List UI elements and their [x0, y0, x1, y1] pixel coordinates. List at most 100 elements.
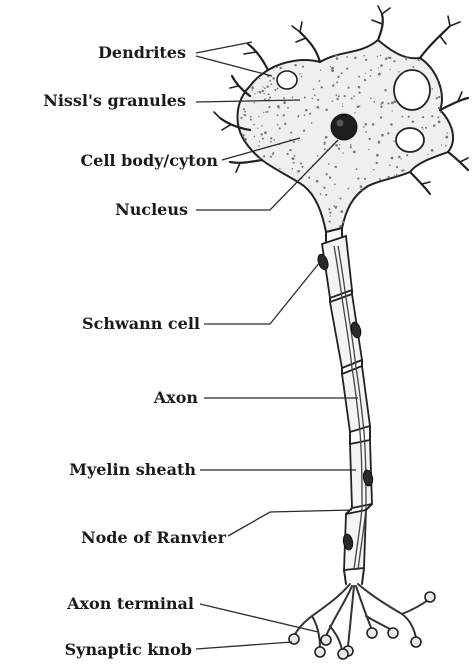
nissl-granule [350, 146, 352, 148]
nissl-granule [270, 137, 272, 139]
nissl-granule [431, 149, 434, 152]
nissl-granule [393, 100, 396, 103]
nissl-granule [298, 140, 299, 141]
synaptic-knob [425, 592, 435, 602]
nissl-granule [368, 149, 369, 150]
nissl-granule [301, 76, 302, 77]
nissl-granule [289, 139, 290, 140]
nissl-granule [394, 175, 395, 176]
nissl-granule [262, 90, 264, 92]
nissl-granule [389, 57, 391, 59]
nissl-granule [279, 168, 281, 170]
nissl-granule [290, 132, 292, 134]
nissl-granule [359, 92, 361, 94]
nissl-granule [380, 55, 382, 57]
nissl-granule [390, 69, 391, 70]
nissl-granule [253, 124, 255, 126]
nissl-granule [277, 114, 279, 116]
nissl-granule [251, 86, 254, 89]
nissl-granule [380, 116, 382, 118]
label-schwann-cell: Schwann cell [82, 314, 200, 333]
nissl-granule [289, 149, 291, 151]
nissl-granule [363, 126, 365, 128]
nissl-granule [269, 96, 271, 98]
nissl-granule [297, 116, 299, 118]
nissl-granule [259, 141, 260, 142]
nissl-granule [431, 115, 433, 117]
labels: Dendrites Nissl's granules Cell body/cyt… [43, 43, 226, 659]
nissl-granule [304, 96, 306, 98]
nissl-granule [261, 125, 263, 127]
label-axon: Axon [153, 388, 199, 407]
leader-node [228, 510, 352, 536]
nissl-granule [342, 106, 343, 107]
nissl-granule [400, 158, 401, 159]
nissl-granule [325, 194, 327, 196]
nissl-granule [388, 102, 390, 104]
nissl-granule [441, 144, 442, 145]
nissl-granule [270, 156, 272, 158]
synaptic-knob [315, 647, 325, 657]
leader-dendrites [196, 42, 252, 53]
nissl-granule [324, 142, 326, 144]
nissl-granule [354, 57, 356, 59]
label-synaptic-knob: Synaptic knob [65, 640, 192, 659]
nissl-granule [347, 188, 349, 190]
nissl-granule [335, 144, 338, 147]
label-cell-body: Cell body/cyton [80, 151, 218, 170]
nissl-granule [380, 64, 383, 67]
nissl-granule [346, 56, 348, 58]
nissl-granule [342, 103, 343, 104]
nissl-granule [376, 154, 379, 157]
nissl-granule [283, 97, 285, 99]
label-node-of-ranvier: Node of Ranvier [81, 528, 227, 547]
nissl-granule [294, 155, 296, 157]
nissl-granule [408, 116, 410, 118]
nissl-granule [325, 173, 327, 175]
nissl-granule [292, 168, 294, 170]
synaptic-knob [321, 635, 331, 645]
nissl-granule [378, 141, 380, 143]
nissl-granule [339, 197, 341, 199]
nissl-granule [272, 77, 275, 80]
nissl-granule [309, 113, 311, 115]
leader-axon-terminal [200, 604, 318, 632]
nissl-granule [324, 148, 326, 150]
nissl-granule [354, 112, 355, 113]
nissl-granule [396, 166, 398, 168]
nissl-granule [391, 157, 394, 160]
nissl-granule [302, 66, 304, 68]
nissl-granule [418, 60, 419, 61]
nissl-granule [293, 162, 295, 164]
nissl-granule [311, 122, 313, 124]
nissl-granule [445, 145, 447, 147]
nissl-granule [437, 116, 439, 118]
nissl-granule [393, 140, 395, 142]
nissl-granule [401, 170, 403, 172]
nissl-granule [336, 57, 339, 60]
nissl-granule [358, 86, 361, 89]
nissl-granule [356, 168, 358, 170]
nissl-granule [342, 221, 345, 224]
synaptic-knob [388, 628, 398, 638]
nissl-granule [437, 81, 439, 83]
nissl-granule [328, 163, 330, 165]
nissl-granule [277, 105, 280, 108]
label-myelin-sheath: Myelin sheath [69, 460, 196, 479]
nissl-granule [384, 89, 386, 91]
nissl-granule [329, 176, 331, 178]
nissl-granule [398, 156, 400, 158]
nissl-granule [308, 177, 310, 179]
nissl-granule [321, 86, 323, 88]
nissl-granule [353, 95, 355, 97]
nissl-granule [329, 215, 330, 216]
nissl-granule [284, 123, 286, 125]
nissl-granule [304, 114, 306, 116]
nissl-granule [305, 109, 308, 112]
nissl-granule [392, 110, 393, 111]
nissl-granule [378, 73, 381, 76]
nissl-granule [342, 152, 343, 153]
nissl-granule [433, 124, 436, 127]
nissl-granule [268, 106, 270, 108]
nissl-granule [293, 141, 295, 143]
